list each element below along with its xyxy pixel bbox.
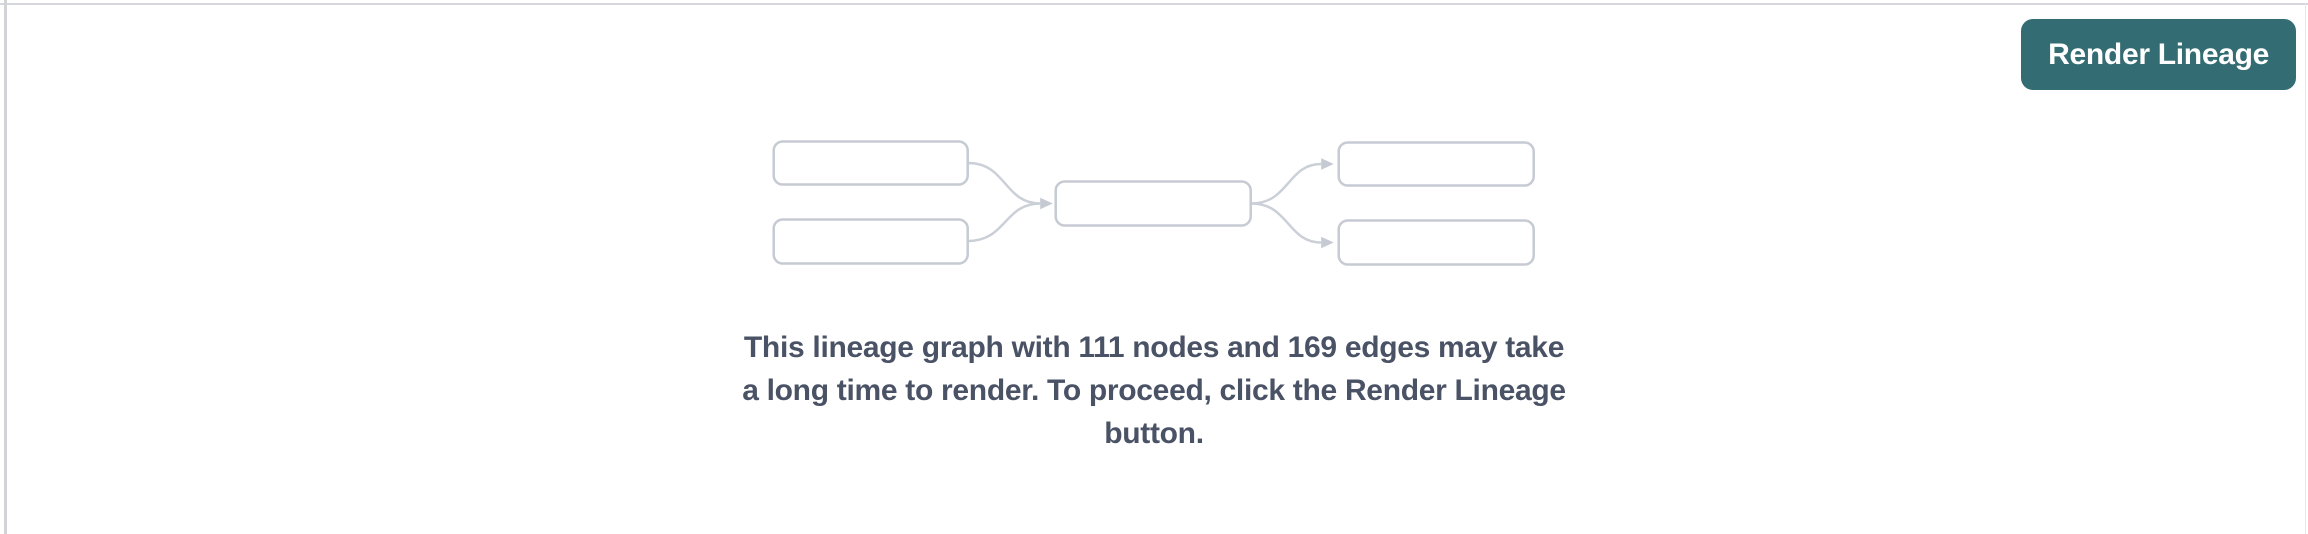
panel-left-border <box>4 0 7 534</box>
placeholder-edge <box>967 202 1041 243</box>
arrowhead-icon <box>1039 197 1053 210</box>
placeholder-node <box>1337 219 1535 266</box>
message-line: button. <box>1104 417 1204 450</box>
arrowhead-icon <box>1320 236 1334 249</box>
placeholder-edge <box>967 161 1041 205</box>
arrowhead-icon <box>1320 158 1334 170</box>
message-line: a long time to render. To proceed, click… <box>742 374 1566 407</box>
panel-top-border <box>0 3 2308 5</box>
placeholder-node <box>1054 180 1252 227</box>
render-warning-message: This lineage graph with 111 nodes and 16… <box>742 326 1566 455</box>
lineage-placeholder-content: This lineage graph with 111 nodes and 16… <box>742 140 1566 455</box>
placeholder-node <box>772 218 969 265</box>
lineage-graph-placeholder-icon <box>772 140 1535 266</box>
placeholder-node <box>1337 141 1535 187</box>
placeholder-node <box>772 140 969 186</box>
message-line: This lineage graph with 111 nodes and 16… <box>743 331 1565 364</box>
render-lineage-button[interactable]: Render Lineage <box>2021 19 2296 90</box>
panel-right-border <box>2305 3 2306 534</box>
placeholder-edge <box>1250 162 1322 205</box>
placeholder-edge <box>1250 202 1322 244</box>
